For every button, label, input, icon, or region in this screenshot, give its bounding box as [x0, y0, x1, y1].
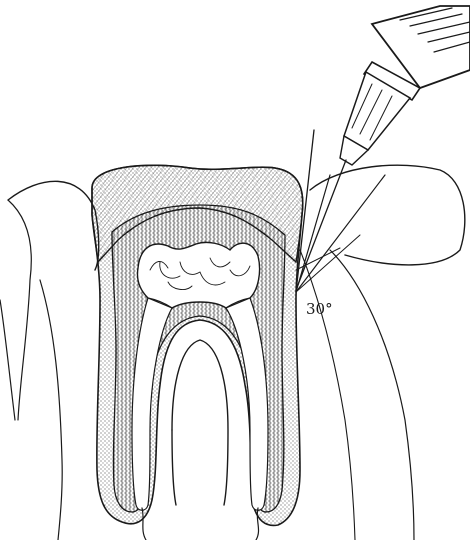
apical-nerves	[142, 508, 259, 540]
syringe-instrument	[296, 6, 470, 290]
angle-label: 30°	[306, 300, 333, 318]
